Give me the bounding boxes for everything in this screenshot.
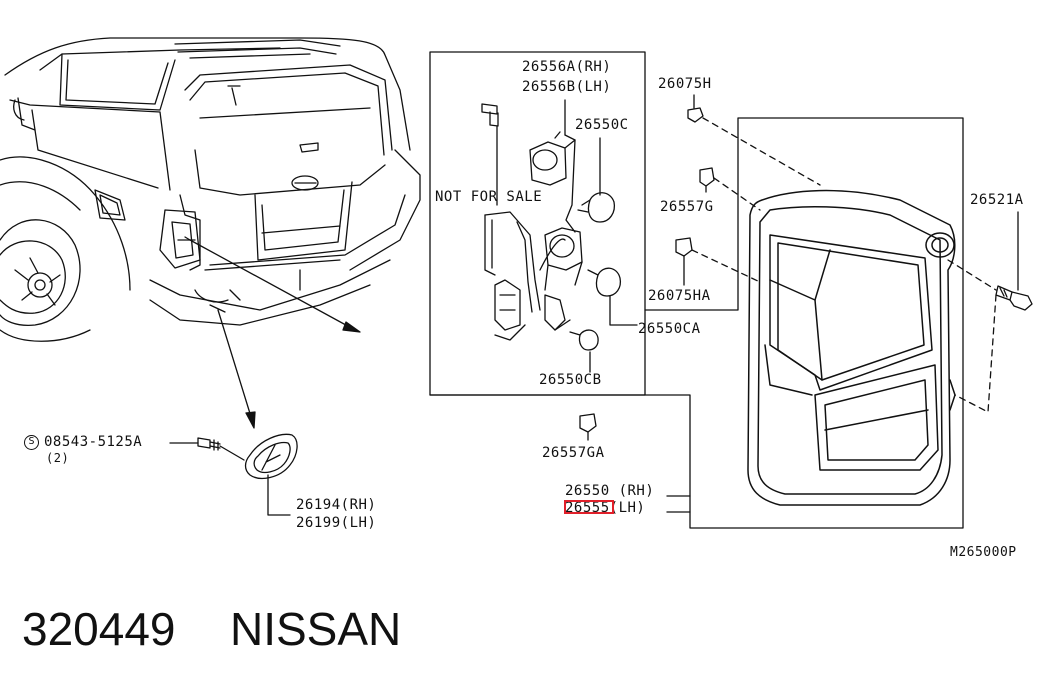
label-clip-ga: 26557GA <box>542 445 605 461</box>
arrow-head-2 <box>245 411 256 429</box>
clips-drawing <box>579 94 821 441</box>
footer-part-number: 320449 <box>22 603 176 655</box>
harness-box <box>429 51 964 529</box>
label-bolt: 26521A <box>970 192 1024 208</box>
label-lens-lh: 26199(LH) <box>296 515 377 531</box>
label-leaders <box>666 495 691 513</box>
label-bulb-cb: 26550CB <box>539 372 602 388</box>
arrow-head-1 <box>342 321 361 333</box>
footer-brand: NISSAN <box>230 603 402 655</box>
highlight-box <box>564 500 614 514</box>
clip-drawing <box>481 103 499 206</box>
label-bulb-ca: 26550CA <box>638 321 701 337</box>
label-screw: 08543-5125A <box>44 434 143 450</box>
label-figure-code: M265000P <box>950 545 1017 560</box>
label-clip-h: 26075H <box>658 76 712 92</box>
vehicle-rear-drawing <box>0 37 421 421</box>
label-clip-g: 26557G <box>660 199 714 215</box>
screw-symbol: S <box>24 435 39 450</box>
tail-lamp-drawing <box>747 189 956 506</box>
label-clip-ha: 26075HA <box>648 288 711 304</box>
label-not-for-sale: NOT FOR SALE <box>435 189 543 205</box>
side-marker-lens-drawing <box>169 433 298 516</box>
label-bulb-c: 26550C <box>575 117 629 133</box>
bolt-drawing <box>947 211 1033 413</box>
harness-wiring <box>484 99 638 373</box>
label-socket-rh: 26556A(RH) <box>522 59 612 75</box>
label-lens-rh: 26194(RH) <box>296 497 377 513</box>
label-screw-qty: (2) <box>46 451 70 465</box>
label-lamp-rh: 26550 (RH) <box>565 483 655 499</box>
label-socket-lh: 26556B(LH) <box>522 79 612 95</box>
